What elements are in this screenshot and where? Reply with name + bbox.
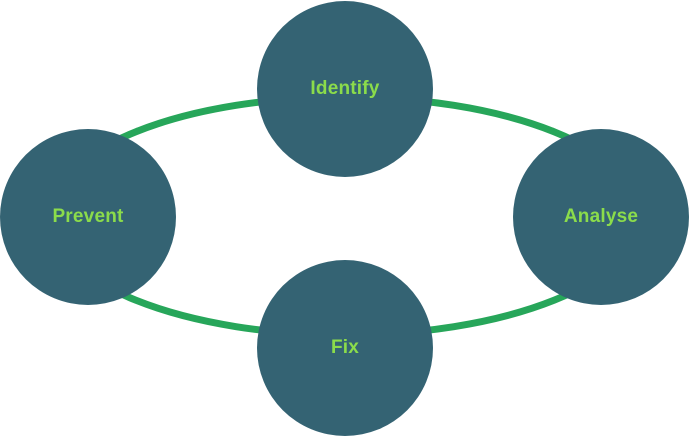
node-prevent: Prevent [0, 129, 176, 305]
node-identify: Identify [257, 1, 433, 177]
node-prevent-label: Prevent [52, 206, 124, 227]
node-analyse: Analyse [513, 129, 689, 305]
node-identify-label: Identify [310, 78, 380, 99]
node-analyse-label: Analyse [563, 206, 639, 227]
node-fix: Fix [257, 260, 433, 436]
node-fix-label: Fix [330, 337, 360, 358]
